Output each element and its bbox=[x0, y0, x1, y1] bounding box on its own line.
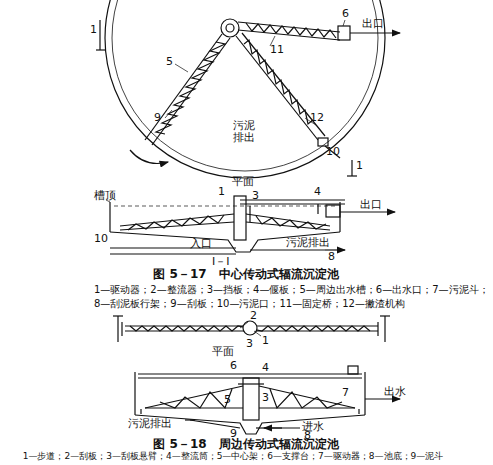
flow-label: 污泥排出 bbox=[286, 237, 330, 249]
callout-number: 3 bbox=[246, 338, 253, 350]
callout-number: 5 bbox=[166, 56, 173, 68]
flow-label: 入口 bbox=[190, 238, 212, 250]
legend-text: 1—驱动器；2—整流器；3—挡板；4—偃板；5—周边出水槽；6—出水口；7—污泥… bbox=[94, 284, 489, 295]
callout-number: 4 bbox=[314, 186, 321, 198]
flow-label: 污泥排出 bbox=[233, 120, 257, 144]
flow-label: 污泥排出 bbox=[128, 418, 172, 430]
figure-caption: 图 5－18 周边传动式辐流沉淀池 bbox=[153, 438, 338, 451]
callout-number: 2 bbox=[250, 310, 257, 322]
legend-text: 8—刮泥板行架；9—刮板；10—污泥口；11—固定桥；12—撇渣机构 bbox=[94, 298, 405, 309]
callout-number: 7 bbox=[342, 387, 349, 399]
view-label: 平面 bbox=[212, 346, 234, 358]
callout-number: 11 bbox=[270, 44, 284, 56]
callout-number: 9 bbox=[154, 112, 161, 124]
callout-number: 12 bbox=[310, 112, 324, 124]
callout-number: 10 bbox=[94, 233, 108, 245]
callout-number: 5 bbox=[224, 394, 231, 406]
part-label: 槽顶 bbox=[94, 190, 116, 202]
callout-number: 3 bbox=[252, 190, 259, 202]
flow-label: 出水 bbox=[384, 386, 406, 398]
flow-label: 出口 bbox=[360, 199, 382, 211]
view-label: 平面 bbox=[232, 176, 254, 188]
callout-number: 3 bbox=[262, 392, 269, 404]
callout-number: 1 bbox=[90, 24, 97, 36]
legend-text: 1—步道；2—刮板；3—刮板悬臂；4—整流筒；5—中心架；6—支撑台；7—驱动器… bbox=[23, 452, 444, 462]
section-label: I－I bbox=[212, 256, 230, 268]
callout-number: 6 bbox=[230, 360, 237, 372]
callout-number: 1 bbox=[218, 186, 225, 198]
callout-number: 10 bbox=[326, 146, 340, 158]
figure-caption: 图 5－17 中心传动式辐流沉淀池 bbox=[153, 268, 338, 281]
callout-number: 4 bbox=[262, 362, 269, 374]
flow-label: 出口 bbox=[362, 18, 384, 30]
section-mark: 1 bbox=[356, 160, 363, 172]
callout-number: 6 bbox=[342, 8, 349, 20]
callout-number: 1 bbox=[262, 335, 269, 347]
callout-number: 8 bbox=[328, 251, 335, 263]
